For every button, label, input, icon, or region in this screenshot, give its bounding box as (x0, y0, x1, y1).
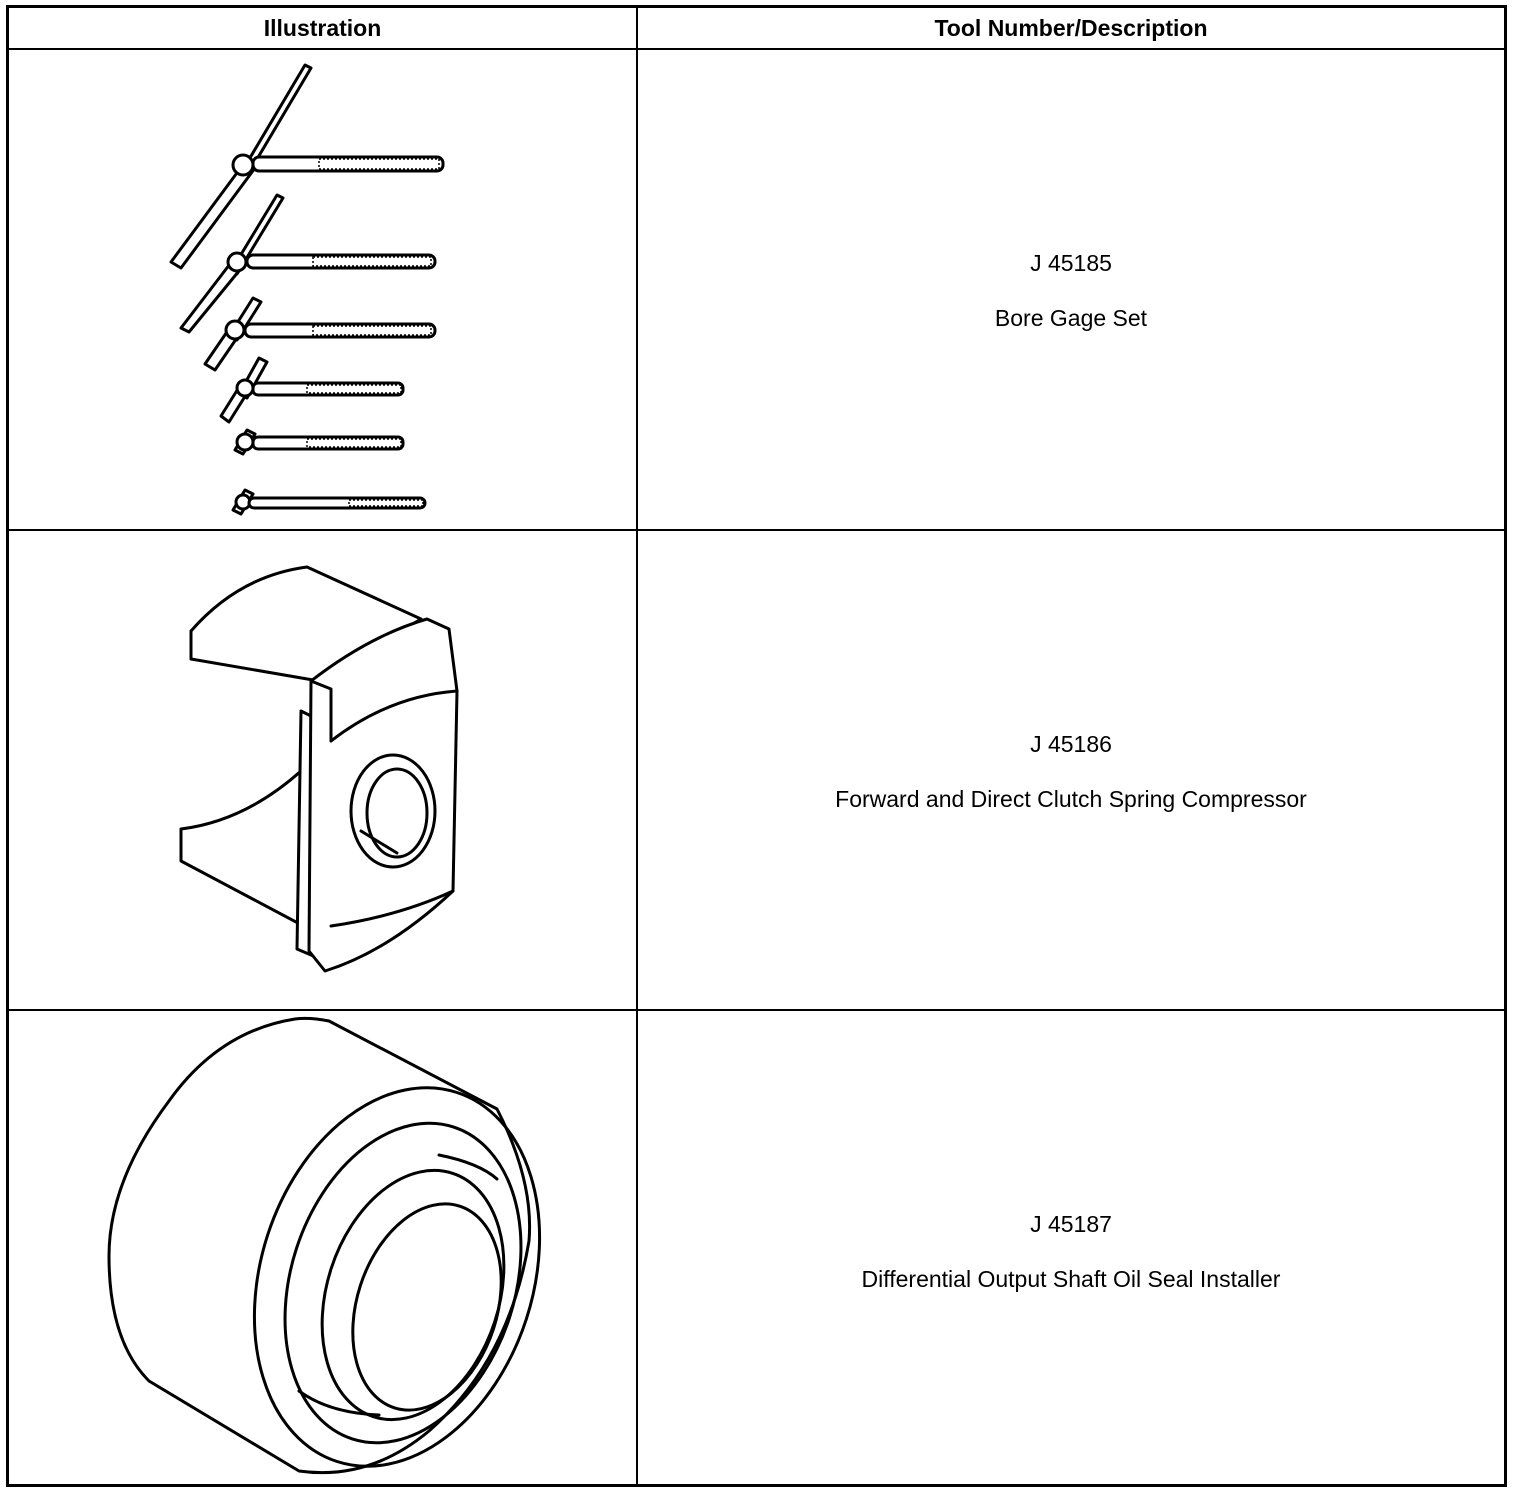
table-row: J 45186 Forward and Direct Clutch Spring… (9, 531, 1504, 1009)
row-divider (9, 1009, 1504, 1011)
tool-description: Bore Gage Set (994, 305, 1148, 331)
special-tools-table: Illustration Tool Number/Description (6, 5, 1507, 1487)
tool-number: J 45186 (1030, 731, 1112, 757)
header-tool-description: Tool Number/Description (934, 15, 1208, 41)
column-divider (636, 8, 638, 1484)
illustration-cell (9, 1011, 636, 1484)
header-illustration: Illustration (263, 15, 382, 41)
tool-description: Forward and Direct Clutch Spring Compres… (835, 786, 1307, 812)
bore-gage-set-icon (169, 63, 445, 516)
table-row: J 45185 Bore Gage Set (9, 50, 1504, 529)
tool-description: Differential Output Shaft Oil Seal Insta… (861, 1266, 1281, 1292)
tool-number: J 45187 (1030, 1211, 1112, 1237)
illustration-cell (9, 531, 636, 1009)
row-divider (9, 529, 1504, 531)
description-cell: J 45187 Differential Output Shaft Oil Se… (638, 1011, 1504, 1484)
description-cell: J 45186 Forward and Direct Clutch Spring… (638, 531, 1504, 1009)
table-header: Illustration Tool Number/Description (9, 8, 1504, 50)
oil-seal-installer-icon (107, 1016, 542, 1475)
description-cell: J 45185 Bore Gage Set (638, 50, 1504, 529)
illustration-cell (9, 50, 636, 529)
tool-number: J 45185 (1030, 250, 1112, 276)
table-row: J 45187 Differential Output Shaft Oil Se… (9, 1011, 1504, 1484)
clutch-spring-compressor-icon (179, 565, 459, 973)
